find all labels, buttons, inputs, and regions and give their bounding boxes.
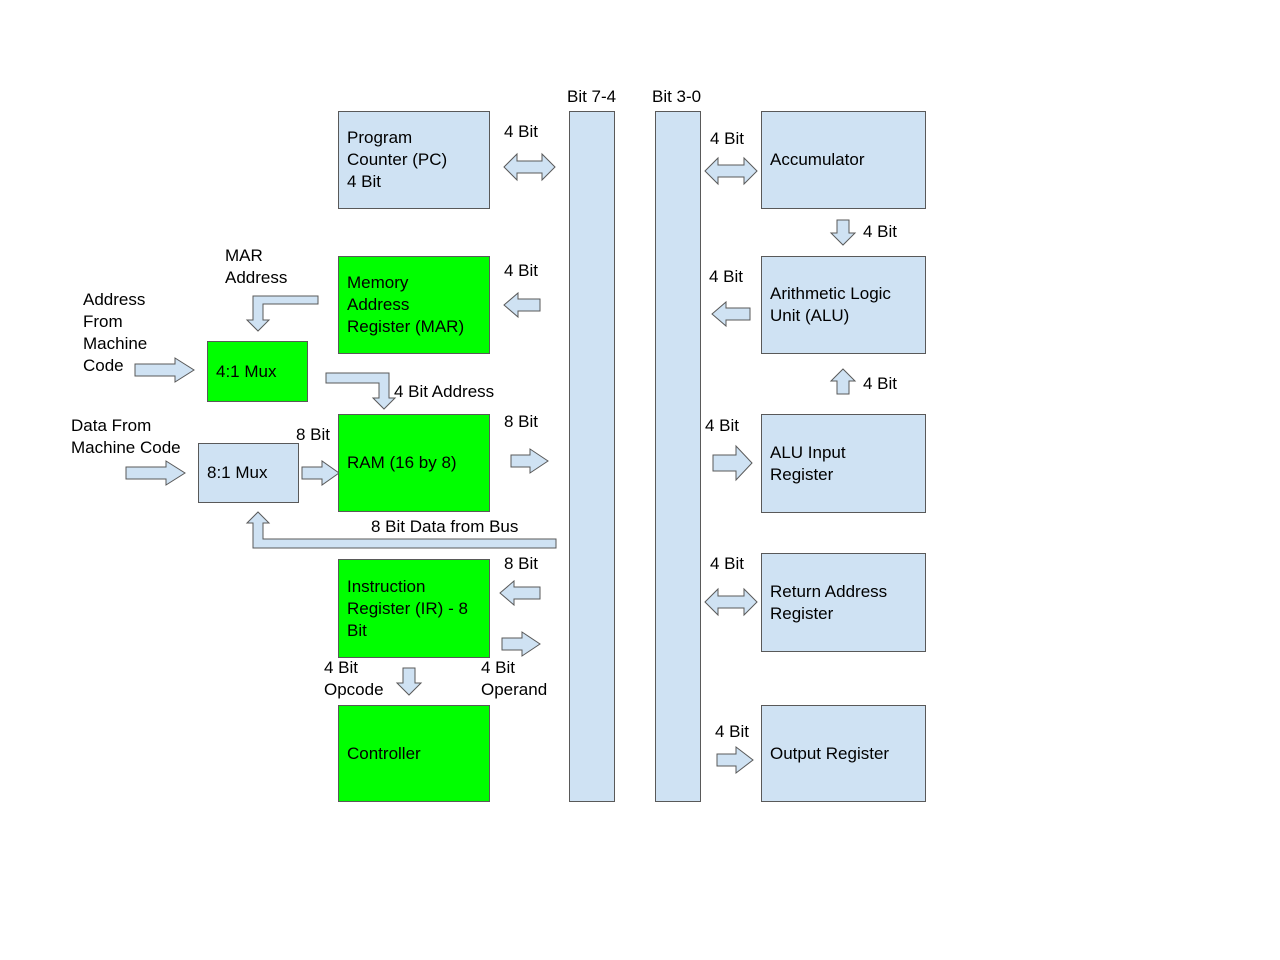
pc-width-label: 4 Bit [504,122,539,141]
address-input-arrow [134,357,195,383]
four-bit-address-label: 4 Bit Address [394,382,495,401]
mux-to-ram-width-label: 8 Bit [296,425,331,444]
aluin-to-alu-arrow [829,368,857,395]
acc-width-label: 4 Bit [710,129,745,148]
accumulator-label: Accumulator [770,150,865,169]
mux-4-to-1: 4:1 Mux [207,341,308,402]
alu-input-register: ALU Input Register [761,414,926,513]
alu-width-label: 4 Bit [709,267,744,286]
acc-to-alu-label: 4 Bit [863,222,898,241]
memory-address-register: Memory Address Register (MAR) [338,256,490,354]
bus-to-aluin-arrow [712,444,753,482]
address-from-code-label: Address From Machine Code [83,290,148,375]
opcode-to-controller-arrow [395,667,423,696]
ret-bus-double-arrow [704,587,758,617]
mar-label: Memory Address Register (MAR) [347,273,465,336]
mar-address-label: MAR Address [225,246,288,287]
ram-width-label: 8 Bit [504,412,539,431]
return-address-label: Return Address Register [770,581,888,623]
mux4-label: 4:1 Mux [216,361,277,381]
ir-width-label: 8 Bit [504,554,539,573]
controller-label: Controller [347,743,421,763]
bus-low [655,111,701,802]
ram-to-bus-arrow [510,448,549,474]
bus-low-label: Bit 3-0 [652,87,702,106]
alu: Arithmetic Logic Unit (ALU) [761,256,926,354]
opcode-label: 4 Bit Opcode [324,658,384,699]
alu-label: Arithmetic Logic Unit (ALU) [770,284,891,325]
bus-to-ir-arrow [499,579,541,607]
data-input-arrow [125,460,186,486]
out-width-label: 4 Bit [715,722,750,741]
bus-to-output-arrow [716,745,754,775]
ir-label: Instruction Register (IR) - 8 Bit [347,576,468,640]
bus-to-mar-arrow [503,291,541,319]
ir-to-bus-arrow [501,631,541,657]
acc-to-alu-arrow [829,219,857,246]
pc-bus-double-arrow [503,152,556,182]
operand-label: 4 Bit Operand [481,658,548,699]
accumulator: Accumulator [761,111,926,209]
mux8-label: 8:1 Mux [207,463,268,482]
mar-address-elbow-arrow [245,295,319,332]
controller: Controller [338,705,490,802]
ram-label: RAM (16 by 8) [347,453,457,472]
program-counter: Program Counter (PC) 4 Bit [338,111,490,209]
program-counter-label: Program Counter (PC) 4 Bit [347,128,448,191]
data-from-code-label: Data From Machine Code [71,416,181,457]
alu-input-label: ALU Input Register [770,442,846,484]
mux-8-to-1: 8:1 Mux [198,443,299,503]
data-from-bus-label: 8 Bit Data from Bus [371,517,519,536]
instruction-register: Instruction Register (IR) - 8 Bit [338,559,490,658]
mar-width-label: 4 Bit [504,261,539,280]
alu-to-bus-arrow [711,300,751,328]
bus-high [569,111,615,802]
aluin-width-label: 4 Bit [705,416,740,435]
ram: RAM (16 by 8) [338,414,490,512]
mux4-to-ram-elbow-arrow [325,372,397,410]
bus-to-mux8-elbow-arrow [245,511,557,549]
bus-high-label: Bit 7-4 [567,87,617,106]
return-address-register: Return Address Register [761,553,926,652]
mux8-to-ram-arrow [301,460,340,486]
output-register-label: Output Register [770,743,890,763]
output-register: Output Register [761,705,926,802]
acc-bus-double-arrow [704,156,758,186]
ret-width-label: 4 Bit [710,554,745,573]
aluin-to-alu-label: 4 Bit [863,374,898,393]
